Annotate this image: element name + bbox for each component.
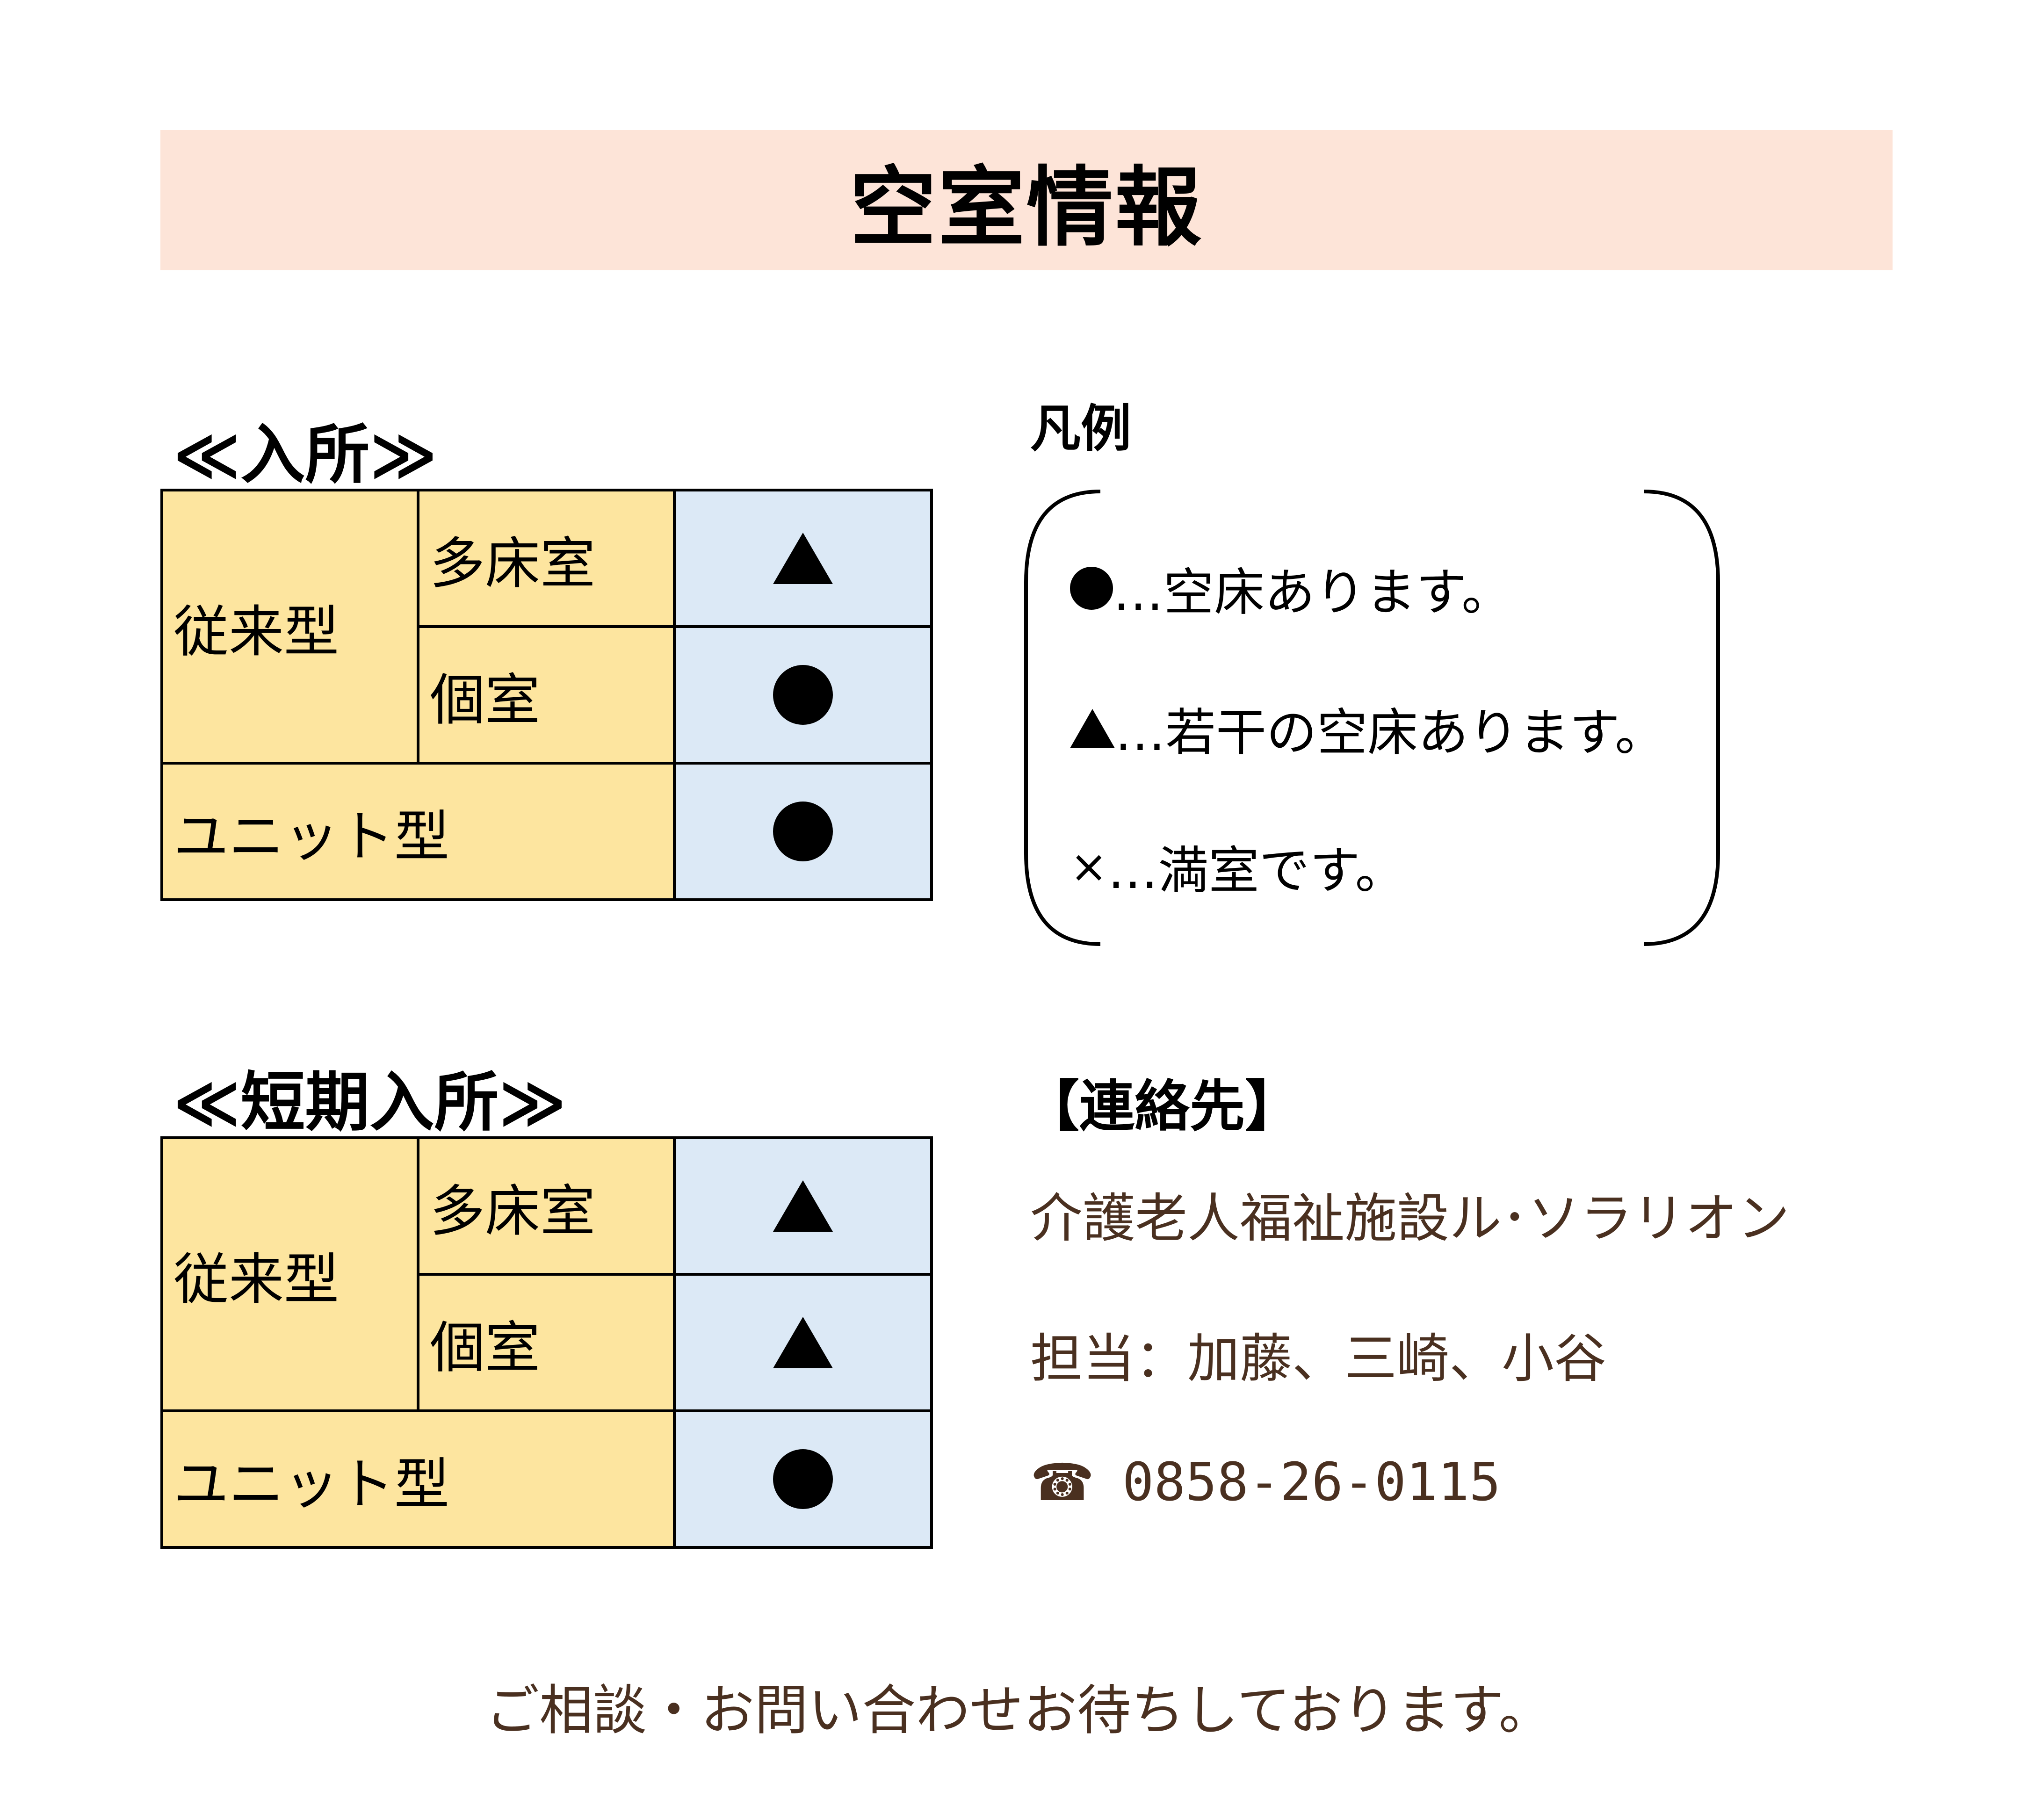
- table-row: 従来型 多床室: [160, 489, 933, 765]
- phone-number[interactable]: 0858-26-0115: [1122, 1452, 1501, 1513]
- triangle-icon: [1070, 709, 1115, 748]
- table-row: ユニット型: [160, 762, 933, 901]
- phone-line: ☎ 0858-26-0115: [1030, 1452, 1501, 1513]
- traditional-type-label: 従来型: [160, 1136, 419, 1412]
- unit-type-status-cell: [673, 1409, 933, 1549]
- legend-box: …空床あります。 …若干の空床あります。 × …満室です。: [1023, 489, 1721, 947]
- legend-item-available: …空床あります。: [1070, 552, 1512, 625]
- circle-icon: [773, 665, 833, 725]
- circle-icon: [773, 1449, 833, 1509]
- private-room-status-cell: [673, 625, 933, 765]
- multi-bed-room-label: 多床室: [417, 1136, 676, 1276]
- staff-names: 担当：加藤、三崎、小谷: [1030, 1329, 1606, 1389]
- private-room-status-cell: [673, 1273, 933, 1412]
- unit-type-label: ユニット型: [160, 1409, 676, 1549]
- table-row: ユニット型: [160, 1409, 933, 1549]
- circle-icon: [1070, 567, 1113, 610]
- footer-message: ご相談・お問い合わせお待ちしております。: [485, 1679, 1553, 1742]
- table-row: 個室: [162, 1273, 933, 1412]
- short-stay-table: 従来型 多床室 個室 ユニット型: [160, 1136, 933, 1549]
- phone-icon: ☎: [1030, 1452, 1095, 1512]
- triangle-icon: [773, 1180, 833, 1232]
- page-title: 空室情報: [850, 157, 1203, 258]
- table-row: 個室: [162, 625, 933, 765]
- multi-bed-status-cell: [673, 1136, 933, 1276]
- left-bracket: [1024, 490, 1101, 946]
- legend-item-full: × …満室です。: [1070, 830, 1406, 903]
- traditional-type-label: 従来型: [160, 489, 419, 765]
- triangle-icon: [773, 533, 833, 584]
- facility-name: 介護老人福祉施設ル･ソラリオン: [1030, 1188, 1790, 1249]
- unit-type-status-cell: [673, 762, 933, 901]
- title-banner: 空室情報: [160, 130, 1893, 270]
- legend-item-text: …満室です。: [1107, 842, 1406, 900]
- short-stay-heading: ≪短期入所≫: [173, 1065, 566, 1140]
- triangle-icon: [773, 1317, 833, 1368]
- multi-bed-room-label: 多床室: [417, 489, 676, 628]
- unit-type-label: ユニット型: [160, 762, 676, 901]
- circle-icon: [773, 802, 833, 861]
- legend-brackets: [1024, 490, 1720, 946]
- private-room-label: 個室: [417, 1273, 676, 1412]
- legend-item-text: …空床あります。: [1113, 563, 1512, 622]
- table-row: 従来型 多床室: [160, 1136, 933, 1412]
- right-bracket: [1643, 490, 1720, 946]
- legend-title: 凡例: [1030, 400, 1132, 458]
- cross-icon: ×: [1070, 840, 1108, 893]
- legend-item-text: …若干の空床あります。: [1115, 704, 1666, 762]
- multi-bed-status-cell: [673, 489, 933, 628]
- legend-item-few: …若干の空床あります。: [1070, 692, 1665, 765]
- admission-table: 従来型 多床室 個室 ユニット型: [160, 489, 933, 901]
- contact-heading: 【連絡先】: [1024, 1074, 1301, 1139]
- admission-heading: ≪入所≫: [173, 417, 437, 492]
- private-room-label: 個室: [417, 625, 676, 765]
